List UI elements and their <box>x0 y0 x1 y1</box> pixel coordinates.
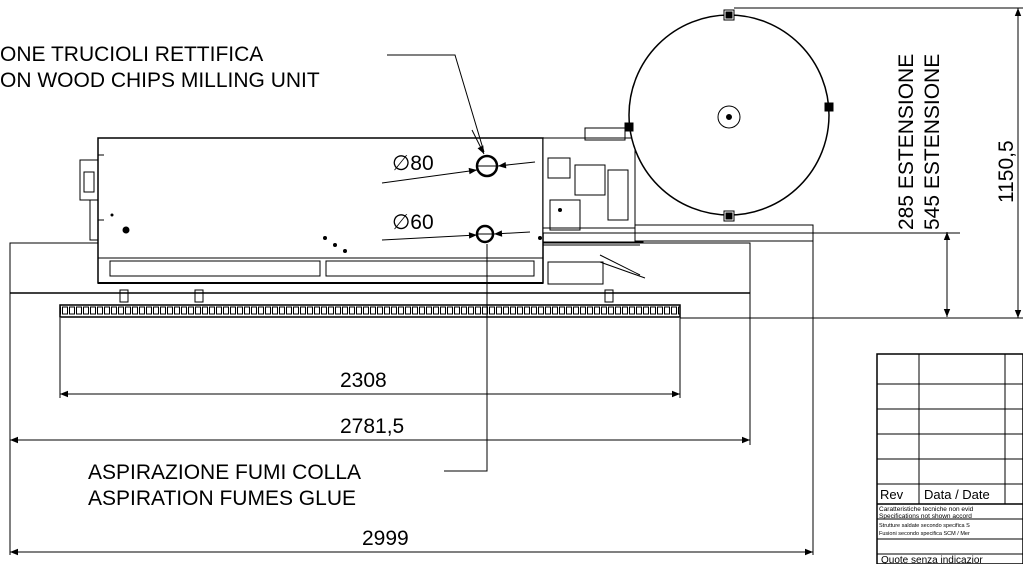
title-note-3: Strutture saldate secondo specifica S <box>879 523 970 529</box>
extension-545: 545 ESTENSIONE <box>921 54 944 230</box>
dimension-2308: 2308 <box>340 369 387 392</box>
diameter-60: ∅60 <box>392 211 434 234</box>
title-note-5: Quote senza indicazior <box>881 555 983 564</box>
fumes-label-it: ASPIRAZIONE FUMI COLLA <box>88 461 361 484</box>
title-note-2: Specifications not shown accord <box>879 513 972 520</box>
title-note-1: Caratteristiche tecniche non evid <box>879 506 974 513</box>
title-block <box>876 353 1023 564</box>
conveyor-chain <box>59 304 681 318</box>
chips-label-en: ON WOOD CHIPS MILLING UNIT <box>0 69 320 92</box>
fumes-label-en: ASPIRATION FUMES GLUE <box>88 487 356 510</box>
diameter-80: ∅80 <box>392 152 434 175</box>
machine-body <box>97 137 544 284</box>
title-date: Data / Date <box>924 487 990 502</box>
title-note-4: Fusioni secondo specifica SCM / Mer <box>879 531 970 537</box>
title-rev: Rev <box>880 487 904 502</box>
chips-label-it: ONE TRUCIOLI RETTIFICA <box>0 43 263 66</box>
dimension-2999: 2999 <box>362 527 409 550</box>
dimension-1150: 1150,5 <box>995 140 1018 203</box>
dimension-2781: 2781,5 <box>340 415 404 438</box>
extension-285: 285 ESTENSIONE <box>895 54 918 230</box>
